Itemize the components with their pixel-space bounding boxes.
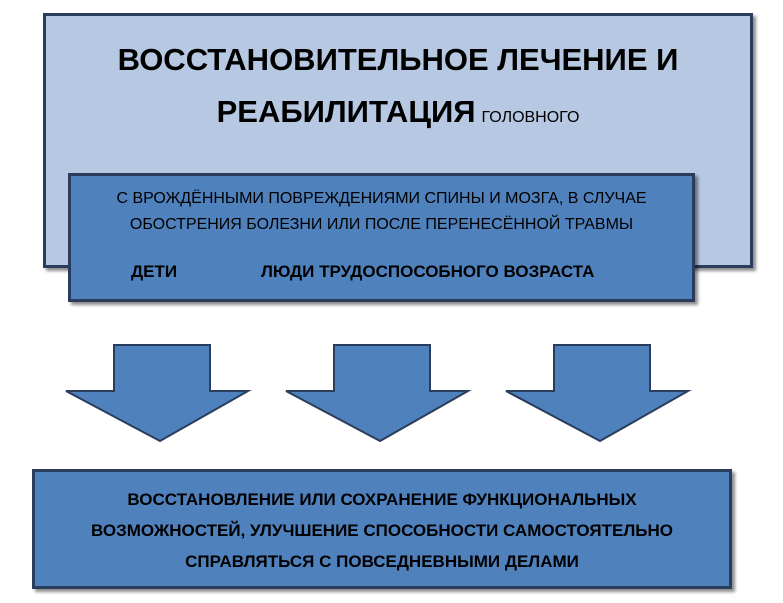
group-adults: ЛЮДИ ТРУДОСПОСОБНОГО ВОЗРАСТА: [261, 262, 595, 281]
down-arrow-left: [62, 343, 252, 443]
result-text: ВОССТАНОВЛЕНИЕ ИЛИ СОХРАНЕНИЕ ФУНКЦИОНАЛ…: [91, 490, 673, 571]
title-line-2: РЕАБИЛИТАЦИЯ ГОЛОВНОГО: [46, 86, 750, 144]
title-line-2-main: РЕАБИЛИТАЦИЯ: [216, 94, 476, 129]
title-line-1: ВОССТАНОВИТЕЛЬНОЕ ЛЕЧЕНИЕ И: [117, 42, 679, 77]
group-children: ДЕТИ: [131, 262, 178, 281]
patient-groups-box: С ВРОЖДЁННЫМИ ПОВРЕЖДЕНИЯМИ СПИНЫ И МОЗГ…: [68, 173, 695, 302]
down-arrow-center: [282, 343, 472, 443]
title-suffix: ГОЛОВНОГО: [481, 109, 580, 126]
down-arrow-right: [502, 343, 692, 443]
patient-description: С ВРОЖДЁННЫМИ ПОВРЕЖДЕНИЯМИ СПИНЫ И МОЗГ…: [116, 190, 647, 233]
diagram-title: ВОССТАНОВИТЕЛЬНОЕ ЛЕЧЕНИЕ И РЕАБИЛИТАЦИЯ…: [46, 34, 750, 144]
result-box: ВОССТАНОВЛЕНИЕ ИЛИ СОХРАНЕНИЕ ФУНКЦИОНАЛ…: [32, 469, 732, 589]
